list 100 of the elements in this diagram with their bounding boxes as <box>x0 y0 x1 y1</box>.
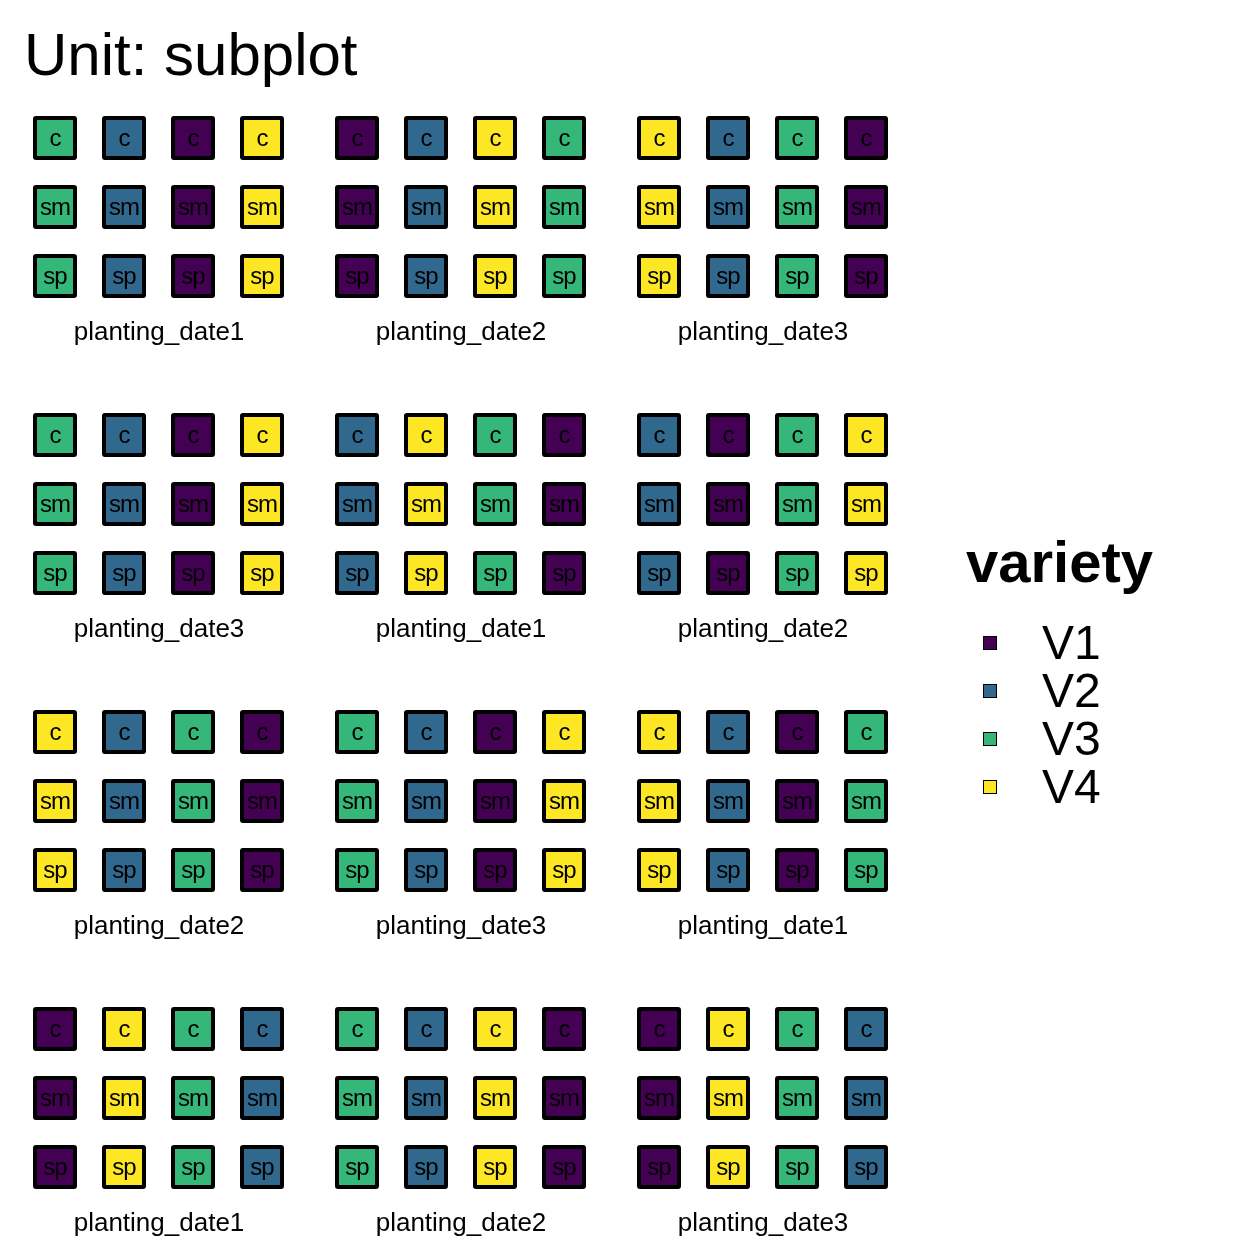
plot-label: planting_date2 <box>375 316 547 347</box>
plot-square: c <box>404 710 448 754</box>
plot-square: sp <box>542 551 586 595</box>
plot-square: c <box>33 710 77 754</box>
legend-title: variety <box>966 530 1154 594</box>
plot-square: sm <box>33 185 77 229</box>
plot-square: sp <box>240 254 284 298</box>
plot-square: c <box>637 116 681 160</box>
plot-square: sp <box>542 1145 586 1189</box>
plot-square: c <box>473 710 517 754</box>
plot-square: sm <box>404 482 448 526</box>
plot-square: sm <box>637 779 681 823</box>
plot-square: c <box>102 116 146 160</box>
plot-square: sp <box>542 254 586 298</box>
plot-square: sm <box>844 482 888 526</box>
plot-square: sm <box>542 482 586 526</box>
plot-square: c <box>473 413 517 457</box>
plot-square: c <box>404 116 448 160</box>
plot-square: sp <box>542 848 586 892</box>
plot-square: sm <box>335 1076 379 1120</box>
plot-square: sp <box>637 848 681 892</box>
plot-square: sm <box>335 482 379 526</box>
plot-square: c <box>637 1007 681 1051</box>
plot-square: sm <box>844 1076 888 1120</box>
plot-square: c <box>102 710 146 754</box>
plot-label: planting_date2 <box>677 613 849 644</box>
plot-square: sm <box>542 779 586 823</box>
plot-square: sm <box>404 1076 448 1120</box>
plot-square: sm <box>473 779 517 823</box>
plot-square: c <box>775 116 819 160</box>
plot-square: sp <box>335 848 379 892</box>
plot-square: c <box>102 1007 146 1051</box>
plot-square: sm <box>542 185 586 229</box>
plot-label: planting_date1 <box>677 910 849 941</box>
plot-square: sm <box>775 185 819 229</box>
plot-square: sp <box>404 254 448 298</box>
plot-square: sm <box>473 1076 517 1120</box>
plot-square: sm <box>775 1076 819 1120</box>
plot-label: planting_date2 <box>375 1207 547 1238</box>
plot-square: sp <box>844 254 888 298</box>
plot-square: sp <box>775 551 819 595</box>
plot-square: sm <box>171 779 215 823</box>
plot-square: sp <box>335 551 379 595</box>
plot-square: c <box>706 116 750 160</box>
plot-square: c <box>542 710 586 754</box>
plot-square: sm <box>171 1076 215 1120</box>
plot-square: sm <box>171 482 215 526</box>
plot-square: sp <box>335 254 379 298</box>
plot-square: c <box>404 1007 448 1051</box>
plot-square: sm <box>102 482 146 526</box>
plot-square: sm <box>240 1076 284 1120</box>
plot-square: c <box>240 413 284 457</box>
plot-square: sp <box>171 254 215 298</box>
plot-square: sm <box>775 482 819 526</box>
plot-square: sp <box>404 551 448 595</box>
plot-square: c <box>775 1007 819 1051</box>
legend-label: V4 <box>1042 763 1101 811</box>
plot-square: sm <box>473 185 517 229</box>
plot-square: c <box>637 413 681 457</box>
plot-square: sm <box>542 1076 586 1120</box>
plot-square: c <box>844 710 888 754</box>
plot-square: sm <box>706 1076 750 1120</box>
plot-square: sm <box>637 185 681 229</box>
plot-square: c <box>542 116 586 160</box>
plot-square: sp <box>844 1145 888 1189</box>
plot-square: c <box>706 1007 750 1051</box>
plot-square: sp <box>775 848 819 892</box>
plot-square: sp <box>637 254 681 298</box>
plot-label: planting_date3 <box>73 613 245 644</box>
plot-square: sp <box>33 551 77 595</box>
plot-square: sm <box>33 482 77 526</box>
legend-label: V3 <box>1042 715 1101 763</box>
plot-square: sp <box>171 551 215 595</box>
plot-square: sp <box>775 254 819 298</box>
plot-square: sp <box>473 848 517 892</box>
plot-square: sp <box>102 551 146 595</box>
plot-square: c <box>171 116 215 160</box>
plot-square: sp <box>473 551 517 595</box>
plot-square: sp <box>240 551 284 595</box>
plot-label: planting_date1 <box>73 1207 245 1238</box>
plot-square: sm <box>240 482 284 526</box>
legend-label: V1 <box>1042 619 1101 667</box>
plot-square: c <box>335 116 379 160</box>
plot-square: sp <box>102 848 146 892</box>
plot-square: sp <box>706 848 750 892</box>
plot-square: sp <box>404 848 448 892</box>
plot-square: sm <box>473 482 517 526</box>
plot-square: sp <box>335 1145 379 1189</box>
plot-square: sm <box>706 482 750 526</box>
plot-square: c <box>542 413 586 457</box>
plot-label: planting_date1 <box>73 316 245 347</box>
plot-square: sm <box>102 779 146 823</box>
plot-square: c <box>844 116 888 160</box>
plot-label: planting_date3 <box>375 910 547 941</box>
plot-square: sp <box>171 1145 215 1189</box>
plot-square: sm <box>775 779 819 823</box>
plot-square: c <box>171 1007 215 1051</box>
plot-square: sp <box>404 1145 448 1189</box>
plot-square: c <box>706 413 750 457</box>
plot-square: c <box>171 413 215 457</box>
